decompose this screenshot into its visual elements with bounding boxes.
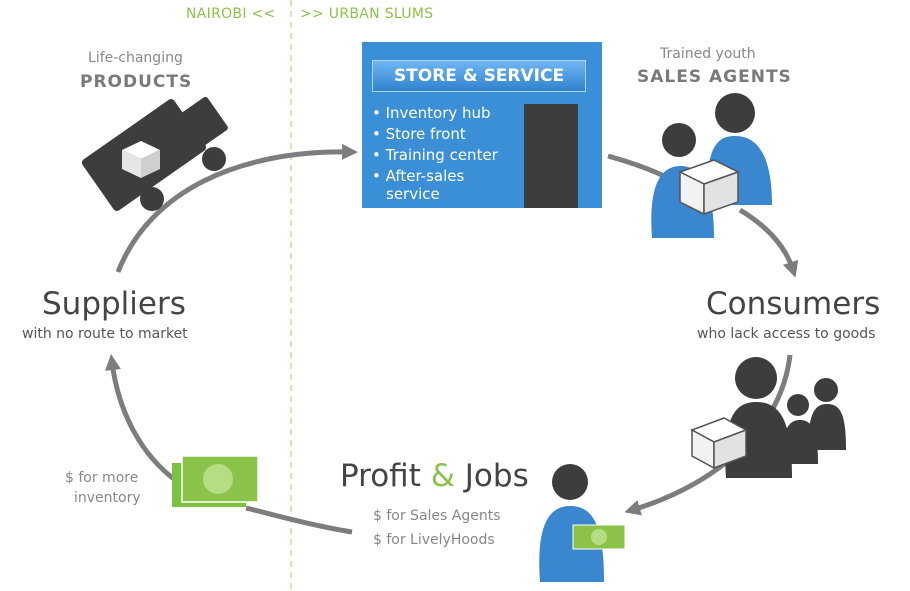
- profit-word: Profit: [340, 458, 421, 494]
- truck-icon: [81, 96, 228, 211]
- consumers-subtitle: who lack access to goods: [697, 326, 876, 342]
- profit-person-icon: [539, 464, 626, 582]
- ampersand: &: [430, 458, 455, 494]
- inventory-caption-line2: inventory: [74, 490, 141, 506]
- box-icon: [122, 141, 160, 178]
- store-list: Inventory hub Store front Training cente…: [372, 103, 498, 187]
- store-item-inventory-hub: Inventory hub: [372, 103, 498, 124]
- store-item-service: service: [386, 185, 440, 203]
- store-item-training-center: Training center: [372, 145, 498, 166]
- profit-line-livelyhoods: $ for LivelyHoods: [373, 532, 495, 548]
- consumers-title: Consumers: [706, 286, 881, 322]
- jobs-word: Jobs: [464, 458, 529, 494]
- products-caption: Life-changing: [88, 50, 183, 66]
- profit-line-sales-agents: $ for Sales Agents: [373, 508, 501, 524]
- store-door: [524, 104, 578, 208]
- sales-agents-icon: [651, 93, 772, 238]
- region-label-nairobi: NAIROBI <<: [186, 6, 276, 22]
- arrow-profit-to-money: [245, 505, 353, 535]
- suppliers-subtitle: with no route to market: [22, 326, 188, 342]
- consumers-icon: [690, 357, 846, 478]
- suppliers-title: Suppliers: [42, 286, 186, 322]
- money-icon: [572, 524, 626, 550]
- arrow-suppliers-to-store: [115, 143, 358, 273]
- store-item-after-sales: After-sales: [372, 166, 498, 187]
- arrow-agents-to-consumers: [738, 207, 799, 278]
- profit-jobs-title: Profit & Jobs: [340, 458, 529, 494]
- sales-agents-title: SALES AGENTS: [637, 67, 792, 87]
- box-icon: [690, 417, 748, 470]
- arrow-money-to-suppliers: [105, 354, 180, 485]
- store-title: STORE & SERVICE: [372, 60, 586, 92]
- store-item-store-front: Store front: [372, 124, 498, 145]
- inventory-caption-line1: $ for more: [65, 470, 139, 486]
- products-title: PRODUCTS: [80, 72, 193, 92]
- sales-agents-caption: Trained youth: [660, 46, 756, 62]
- region-label-urban-slums: >> URBAN SLUMS: [300, 6, 434, 22]
- money-icon: [172, 455, 259, 507]
- box-icon: [678, 159, 740, 216]
